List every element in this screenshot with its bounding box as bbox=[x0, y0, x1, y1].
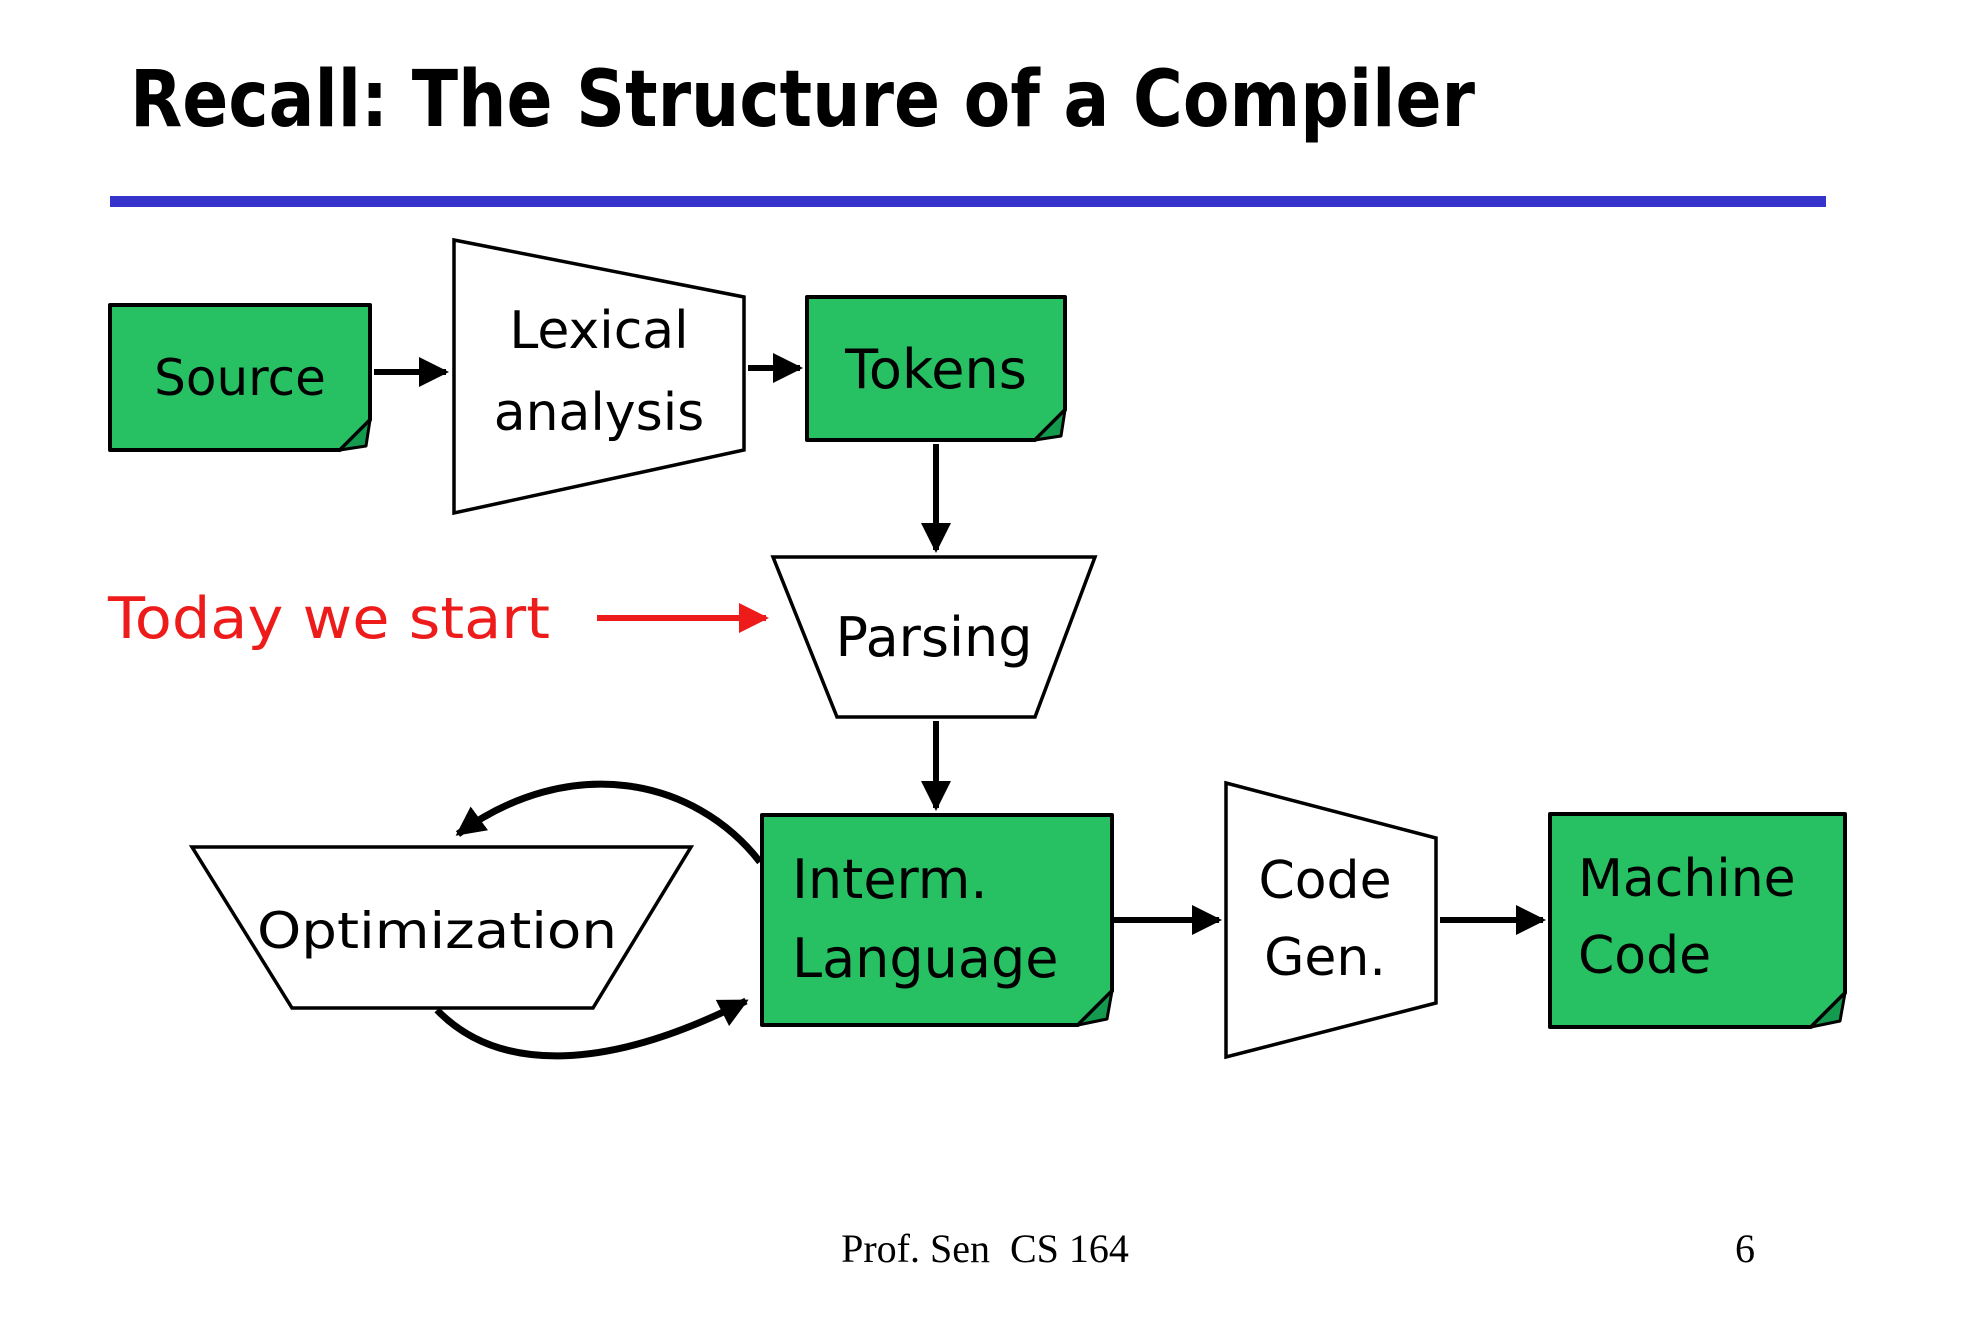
node-interm-language: Interm. Language bbox=[760, 813, 1114, 1027]
annotation-today-we-start: Today we start bbox=[107, 586, 550, 652]
page-title: Recall: The Structure of a Compiler bbox=[130, 55, 1475, 145]
node-lexical-analysis: Lexical analysis bbox=[452, 237, 746, 516]
title-divider bbox=[110, 196, 1826, 207]
tokens-box-fold bbox=[1033, 408, 1067, 442]
codegen-label-line2: Gen. bbox=[1264, 928, 1386, 988]
parsing-label: Parsing bbox=[835, 606, 1032, 669]
codegen-label-line1: Code bbox=[1258, 851, 1391, 911]
lexical-label-line2: analysis bbox=[494, 383, 705, 443]
interm-box-fold bbox=[1076, 989, 1114, 1027]
lexical-label-line1: Lexical bbox=[509, 301, 688, 361]
parsing-shape bbox=[770, 555, 1098, 719]
node-code-gen: Code Gen. bbox=[1224, 780, 1438, 1060]
node-optimization: Optimization bbox=[188, 845, 695, 1010]
arrow-interm-to-optimization bbox=[455, 780, 763, 865]
node-source: Source bbox=[108, 303, 372, 452]
node-machine-code: Machine Code bbox=[1548, 812, 1847, 1029]
footer-credit: Prof. Sen CS 164 bbox=[841, 1226, 1129, 1271]
node-parsing: Parsing bbox=[770, 555, 1098, 719]
tokens-label: Tokens bbox=[844, 338, 1027, 401]
source-box-fold bbox=[338, 418, 372, 452]
node-tokens: Tokens bbox=[805, 295, 1067, 442]
machine-label-line1: Machine bbox=[1578, 849, 1796, 909]
lexical-shape bbox=[452, 237, 746, 516]
machine-label-line2: Code bbox=[1578, 926, 1711, 986]
codegen-shape bbox=[1224, 780, 1438, 1060]
arrow-optimization-to-interm bbox=[434, 997, 749, 1060]
machine-box-fold bbox=[1809, 991, 1847, 1029]
optimization-label: Optimization bbox=[257, 902, 617, 960]
interm-box-shape bbox=[760, 813, 1114, 1027]
optimization-shape bbox=[188, 845, 695, 1010]
footer-page-number: 6 bbox=[1735, 1226, 1755, 1271]
interm-label-line2: Language bbox=[792, 927, 1059, 990]
machine-box-shape bbox=[1548, 812, 1847, 1029]
source-label: Source bbox=[154, 349, 326, 407]
interm-label-line1: Interm. bbox=[792, 848, 988, 911]
